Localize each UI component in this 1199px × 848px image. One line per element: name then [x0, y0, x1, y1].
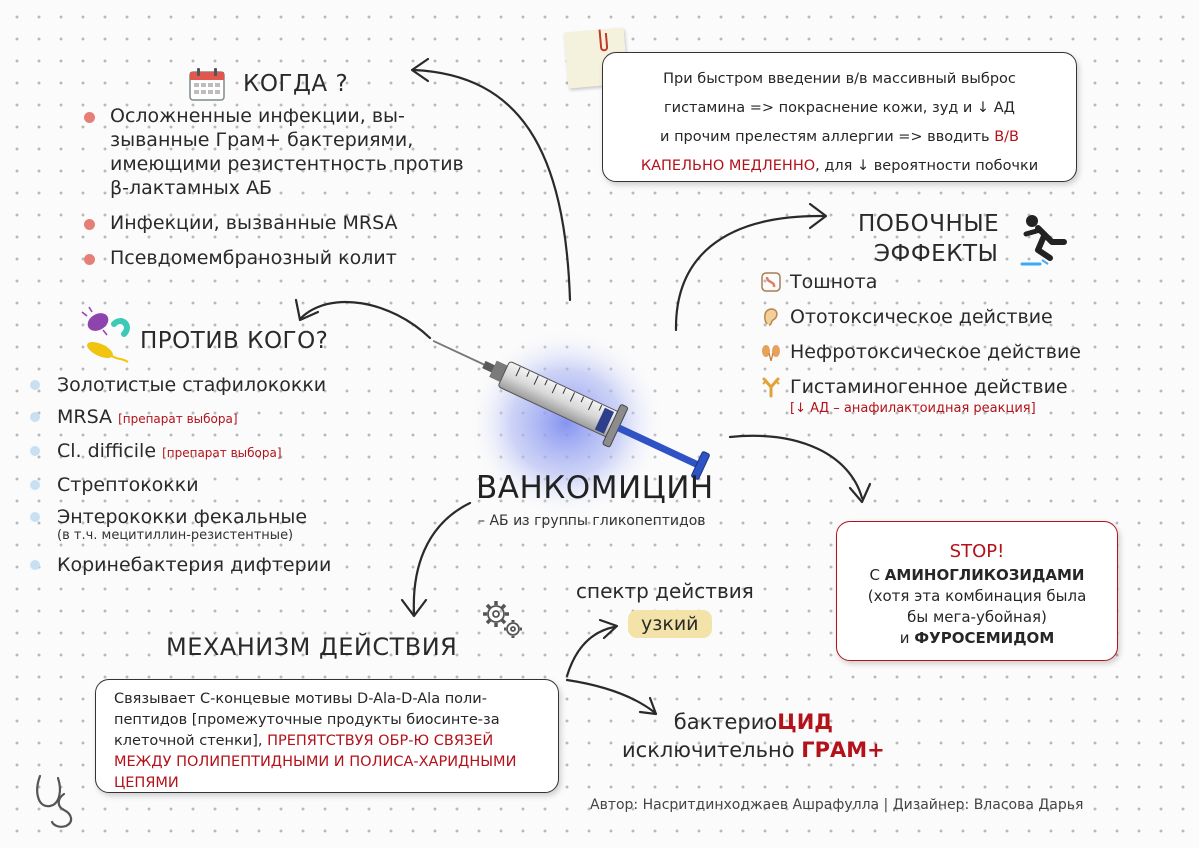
mechanism-box: Связывает С-концевые мотивы D-Ala-D-Ala … [95, 679, 559, 793]
stop-line: (хотя эта комбинация была [867, 587, 1087, 605]
falling-person-icon [1018, 212, 1072, 272]
list-item: MRSA [препарат выбора] [30, 406, 410, 430]
list-item: Золотистые стафилококки [30, 374, 410, 396]
antibody-icon [762, 377, 780, 397]
list-item: Коринебактерия дифтерии [30, 554, 410, 576]
list-item: Ототоксическое действие [760, 299, 1180, 334]
mechanism-text: Связывает С-концевые мотивы D-Ala-D-Ala … [114, 691, 500, 749]
note-line: и прочим прелестям аллергии => вводить В… [660, 129, 1019, 145]
side-effects-list: Тошнота Ототоксическое действие Нефроток… [760, 264, 1180, 404]
note-line: КАПЕЛЬНО МЕДЛЕННО, для ↓ вероятности поб… [640, 158, 1039, 174]
sub-label: (в т.ч. мецитиллин-резистентные) [57, 528, 294, 543]
drug-subtitle: – АБ из группы гликопептидов [478, 513, 706, 529]
against-title: ПРОТИВ КОГО? [140, 328, 329, 354]
spectrum-label: спектр действия [576, 579, 754, 603]
when-list: Осложненные инфекции, вы-зыванные Грам+ … [84, 104, 474, 281]
sticky-note-icon [563, 27, 629, 89]
note-line: гистамина => покраснение кожи, зуд и ↓ А… [664, 100, 1015, 116]
arrow-to-against [299, 300, 432, 340]
list-item: Cl. difficile [препарат выбора] [30, 440, 410, 464]
stop-box: STOP! С АМИНОГЛИКОЗИДАМИ (хотя эта комби… [836, 521, 1118, 661]
side-effects-note: [↓ АД – анафилактоидная реакция] [790, 401, 1036, 416]
arrow-to-stop [728, 434, 864, 500]
kidneys-icon [762, 344, 780, 361]
list-item: Инфекции, вызванные MRSA [84, 211, 474, 235]
ear-icon [764, 307, 778, 326]
bacteria-icon [78, 306, 138, 372]
side-effects-title: ПОБОЧНЫЕ ЭФФЕКТЫ [858, 211, 1000, 267]
list-item: Стрептококки [30, 474, 410, 496]
list-item: Энтерококки фекальные(в т.ч. мецитиллин-… [30, 506, 410, 544]
syringe-icon [432, 340, 710, 480]
arrow-to-when [412, 68, 572, 302]
mechanism-text-highlight: ПРЕПЯТСТВУЯ ОБР-Ю СВЯЗЕЙ МЕЖДУ ПОЛИПЕПТИ… [114, 733, 517, 791]
stop-line: и ФУРОСЕМИДОМ [899, 629, 1055, 647]
list-item: Псевдомембранозный колит [84, 246, 474, 270]
stop-line: бы мега-убойная) [907, 608, 1047, 626]
list-item: Нефротоксическое действие [760, 334, 1180, 369]
when-title: КОГДА ? [243, 71, 349, 97]
drug-name: ВАНКОМИЦИН [476, 470, 714, 506]
arrow-to-bactericidal [565, 678, 656, 714]
logo-icon [30, 772, 82, 834]
arrow-to-spectrum [565, 625, 616, 678]
list-item: Осложненные инфекции, вы-зыванные Грам+ … [84, 104, 474, 200]
gears-icon [480, 598, 526, 646]
credits: Автор: Насритдинходжаев Ашрафулла | Диза… [590, 797, 1084, 813]
tag-label: [препарат выбора] [162, 446, 282, 460]
bactericidal-label: бактериоЦИД исключительно ГРАМ+ [622, 710, 885, 762]
calendar-icon [188, 66, 226, 106]
stomach-icon [761, 271, 781, 292]
stop-title: STOP! [949, 541, 1005, 562]
mechanism-title: МЕХАНИЗМ ДЕЙСТВИЯ [166, 633, 458, 661]
list-item: Тошнота [760, 264, 1180, 299]
arrow-to-side-effects [674, 214, 825, 332]
spectrum-value: узкий [628, 610, 712, 638]
stop-line: С АМИНОГЛИКОЗИДАМИ [869, 566, 1085, 584]
note-line: При быстром введении в/в массивный выбро… [663, 71, 1016, 87]
list-item: Гистаминогенное действие [760, 369, 1180, 404]
arrow-to-mechanism [412, 501, 472, 616]
note-box: При быстром введении в/в массивный выбро… [602, 52, 1077, 182]
against-list: Золотистые стафилококки MRSA [препарат в… [30, 374, 410, 586]
tag-label: [препарат выбора] [118, 412, 238, 426]
